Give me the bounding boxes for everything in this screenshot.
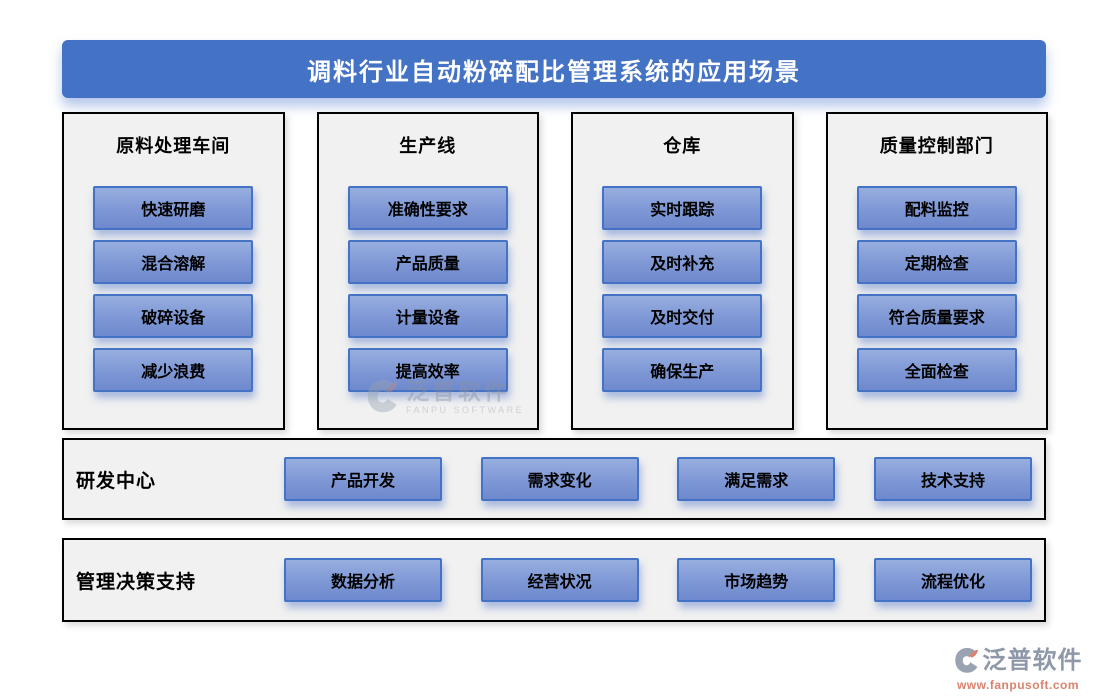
rd-center-buttons: 产品开发 需求变化 满足需求 技术支持 (284, 457, 1034, 501)
brand-name: 泛普软件 (982, 647, 1083, 674)
brand-logo-row: 泛普软件 (954, 646, 1083, 676)
button-ingredient-monitoring[interactable]: 配料监控 (856, 186, 1017, 230)
management-decision-label: 管理决策支持 (76, 571, 197, 593)
button-mixing-dissolving[interactable]: 混合溶解 (93, 240, 254, 284)
title-banner: 调料行业自动粉碎配比管理系统的应用场景 (62, 40, 1046, 98)
button-data-analysis[interactable]: 数据分析 (284, 558, 442, 602)
button-meet-demand[interactable]: 满足需求 (677, 457, 836, 501)
column-header-warehouse: 仓库 (663, 136, 702, 156)
button-ensure-production[interactable]: 确保生产 (602, 348, 763, 392)
button-realtime-tracking[interactable]: 实时跟踪 (602, 186, 763, 230)
button-product-quality[interactable]: 产品质量 (347, 240, 508, 284)
button-meet-quality-requirements[interactable]: 符合质量要求 (856, 294, 1017, 338)
button-measuring-equipment[interactable]: 计量设备 (347, 294, 508, 338)
button-process-optimization[interactable]: 流程优化 (873, 558, 1032, 602)
button-timely-delivery[interactable]: 及时交付 (602, 294, 763, 338)
rd-center-label: 研发中心 (76, 470, 157, 492)
button-technical-support[interactable]: 技术支持 (873, 457, 1032, 501)
panel-production-line: 生产线 准确性要求 产品质量 计量设备 提高效率 (316, 112, 539, 430)
fanpu-logo-icon (954, 648, 978, 673)
button-timely-replenishment[interactable]: 及时补充 (602, 240, 763, 284)
panel-raw-material-workshop: 原料处理车间 快速研磨 混合溶解 破碎设备 减少浪费 (62, 112, 285, 430)
panel-management-decision: 管理决策支持 数据分析 经营状况 市场趋势 流程优化 (62, 538, 1046, 622)
page-title: 调料行业自动粉碎配比管理系统的应用场景 (307, 58, 801, 86)
button-accuracy-requirement[interactable]: 准确性要求 (347, 186, 508, 230)
panel-warehouse: 仓库 实时跟踪 及时补充 及时交付 确保生产 (571, 112, 794, 430)
button-improve-efficiency[interactable]: 提高效率 (347, 348, 508, 392)
button-product-development[interactable]: 产品开发 (284, 457, 442, 501)
button-market-trend[interactable]: 市场趋势 (677, 558, 836, 602)
brand-url[interactable]: www.fanpusoft.com (956, 678, 1080, 692)
column-header-production-line: 生产线 (399, 136, 457, 156)
button-regular-inspection[interactable]: 定期检查 (856, 240, 1017, 284)
button-full-inspection[interactable]: 全面检查 (856, 348, 1017, 392)
button-business-status[interactable]: 经营状况 (480, 558, 639, 602)
management-decision-buttons: 数据分析 经营状况 市场趋势 流程优化 (284, 558, 1034, 602)
column-header-raw-material: 原料处理车间 (116, 136, 231, 156)
fanpu-brand-logo: 泛普软件 www.fanpusoft.com (942, 646, 1094, 692)
button-reduce-waste[interactable]: 减少浪费 (93, 348, 254, 392)
button-demand-change[interactable]: 需求变化 (480, 457, 639, 501)
button-quick-grinding[interactable]: 快速研磨 (93, 186, 254, 230)
department-columns: 原料处理车间 快速研磨 混合溶解 破碎设备 减少浪费 生产线 准确性要求 产品质… (62, 112, 1048, 430)
panel-quality-control: 质量控制部门 配料监控 定期检查 符合质量要求 全面检查 (825, 112, 1048, 430)
column-header-quality-control: 质量控制部门 (879, 136, 994, 156)
button-crushing-equipment[interactable]: 破碎设备 (93, 294, 254, 338)
panel-rd-center: 研发中心 产品开发 需求变化 满足需求 技术支持 (62, 438, 1046, 520)
